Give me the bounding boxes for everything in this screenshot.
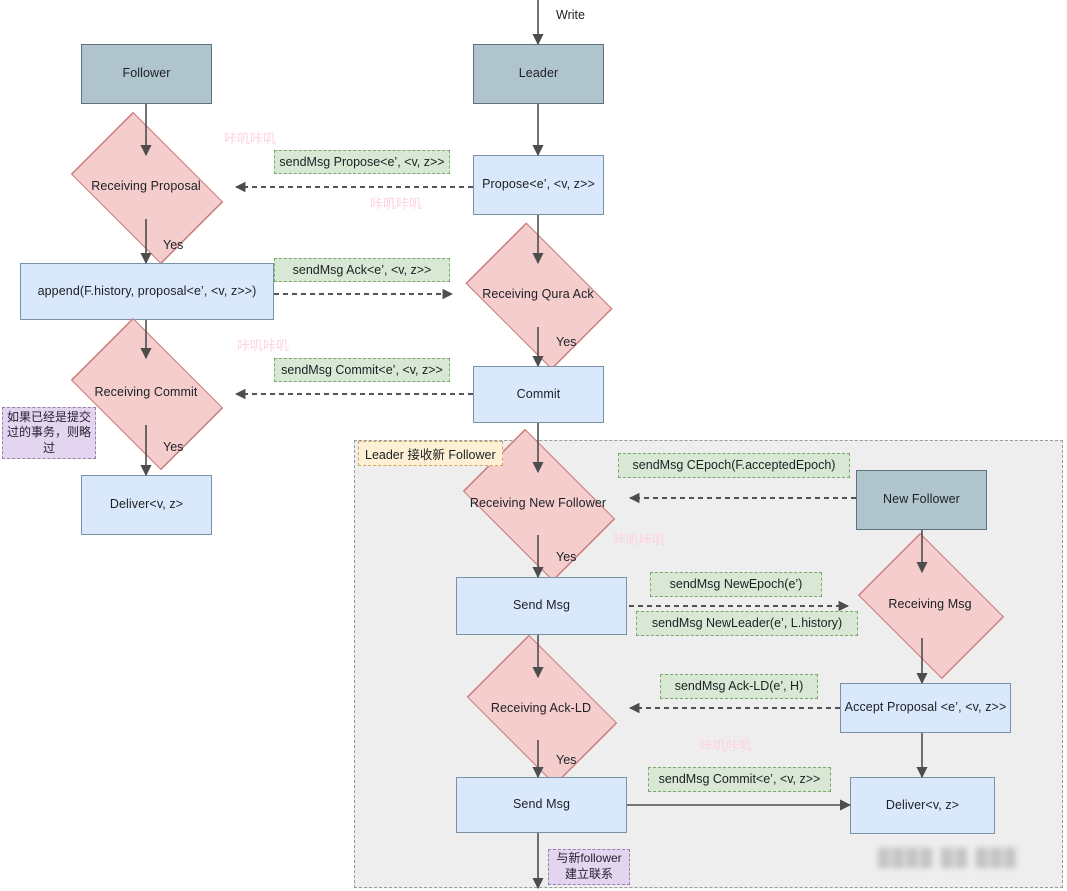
node-send-msg-1-label: Send Msg: [512, 598, 571, 613]
edge-label-yes-5: Yes: [556, 753, 577, 767]
node-new-follower-label: New Follower: [883, 492, 960, 507]
node-accept-proposal-label: Accept Proposal <e’, <v, z>>: [844, 700, 1007, 715]
message-propose: sendMsg Propose<e’, <v, z>>: [274, 150, 450, 174]
group-title-label: Leader 接收新 Follower: [358, 441, 503, 466]
node-send-msg-2[interactable]: Send Msg: [456, 777, 627, 833]
watermark-pink-1: 咔叽咔叽: [224, 132, 277, 147]
message-cepoch: sendMsg CEpoch(F.acceptedEpoch): [618, 453, 850, 478]
node-send-msg-2-label: Send Msg: [512, 797, 571, 812]
message-new-leader-text: sendMsg NewLeader(e’, L.history): [651, 616, 843, 630]
node-receiving-ack-ld[interactable]: Receiving Ack-LD: [452, 634, 630, 785]
note-new-follower-contact-text: 与新follower建立联系: [556, 851, 622, 881]
node-deliver-follower[interactable]: Deliver<v, z>: [81, 475, 212, 535]
node-receiving-qura-ack-label: Receiving Qura Ack: [482, 287, 594, 302]
message-commit-2-text: sendMsg Commit<e’, <v, z>>: [658, 772, 821, 786]
message-ack-ld-text: sendMsg Ack-LD(e’, H): [674, 679, 804, 693]
node-deliver-follower-label: Deliver<v, z>: [109, 497, 184, 512]
message-ack-text: sendMsg Ack<e’, <v, z>>: [292, 262, 432, 277]
node-commit[interactable]: Commit: [473, 366, 604, 423]
message-new-leader: sendMsg NewLeader(e’, L.history): [636, 611, 858, 636]
node-commit-label: Commit: [516, 386, 561, 401]
node-deliver-new-follower-label: Deliver<v, z>: [885, 797, 960, 812]
node-receiving-proposal[interactable]: Receiving Proposal: [56, 111, 236, 265]
message-propose-text: sendMsg Propose<e’, <v, z>>: [279, 154, 445, 169]
node-new-follower[interactable]: New Follower: [856, 470, 987, 530]
node-propose-label: Propose<e’, <v, z>>: [482, 177, 595, 192]
message-commit-2: sendMsg Commit<e’, <v, z>>: [648, 767, 831, 792]
message-cepoch-text: sendMsg CEpoch(F.acceptedEpoch): [632, 458, 836, 472]
node-receiving-commit-label: Receiving Commit: [94, 385, 198, 400]
node-append-history-label: append(F.history, proposal<e’, <v, z>>): [37, 283, 257, 298]
node-propose[interactable]: Propose<e’, <v, z>>: [473, 155, 604, 215]
node-leader[interactable]: Leader: [473, 44, 604, 104]
node-receiving-qura-ack[interactable]: Receiving Qura Ack: [452, 222, 624, 370]
node-follower[interactable]: Follower: [81, 44, 212, 104]
edge-label-yes-3: Yes: [556, 335, 577, 349]
node-receiving-proposal-label: Receiving Proposal: [91, 179, 201, 194]
node-follower-label: Follower: [122, 66, 171, 81]
node-receiving-msg[interactable]: Receiving Msg: [848, 532, 1012, 680]
node-receiving-commit[interactable]: Receiving Commit: [56, 317, 236, 471]
message-ack-ld: sendMsg Ack-LD(e’, H): [660, 674, 818, 699]
edge-label-yes-2: Yes: [163, 440, 184, 454]
node-send-msg-1[interactable]: Send Msg: [456, 577, 627, 635]
edge-label-yes-4: Yes: [556, 550, 577, 564]
node-receiving-msg-label: Receiving Msg: [888, 597, 972, 612]
message-new-epoch: sendMsg NewEpoch(e’): [650, 572, 822, 597]
node-receiving-new-follower[interactable]: Receiving New Follower: [447, 428, 629, 581]
edge-label-write: Write: [556, 8, 585, 22]
note-new-follower-contact: 与新follower建立联系: [548, 849, 630, 885]
node-leader-label: Leader: [518, 66, 559, 81]
node-append-history[interactable]: append(F.history, proposal<e’, <v, z>>): [20, 263, 274, 320]
watermark-pink-2: 咔叽咔叽: [370, 197, 423, 212]
note-skip-committed-text: 如果已经是提交过的事务，则略过: [7, 409, 92, 455]
node-receiving-new-follower-label: Receiving New Follower: [469, 495, 607, 510]
node-accept-proposal[interactable]: Accept Proposal <e’, <v, z>>: [840, 683, 1011, 733]
note-skip-committed: 如果已经是提交过的事务，则略过: [2, 407, 96, 459]
message-new-epoch-text: sendMsg NewEpoch(e’): [669, 577, 803, 591]
message-commit: sendMsg Commit<e’, <v, z>>: [274, 358, 450, 382]
message-ack: sendMsg Ack<e’, <v, z>>: [274, 258, 450, 282]
watermark-pink-5: 咔叽咔叽: [700, 739, 753, 754]
watermark-pink-3: 咔叽咔叽: [237, 339, 290, 354]
message-commit-text: sendMsg Commit<e’, <v, z>>: [281, 362, 443, 377]
node-receiving-ack-ld-label: Receiving Ack-LD: [490, 700, 592, 715]
watermark-pink-4: 咔叽咔叽: [613, 533, 666, 548]
node-deliver-new-follower[interactable]: Deliver<v, z>: [850, 777, 995, 834]
edge-label-yes-1: Yes: [163, 238, 184, 252]
watermark-blurred-corner: ████ ██ ███: [878, 848, 1018, 867]
